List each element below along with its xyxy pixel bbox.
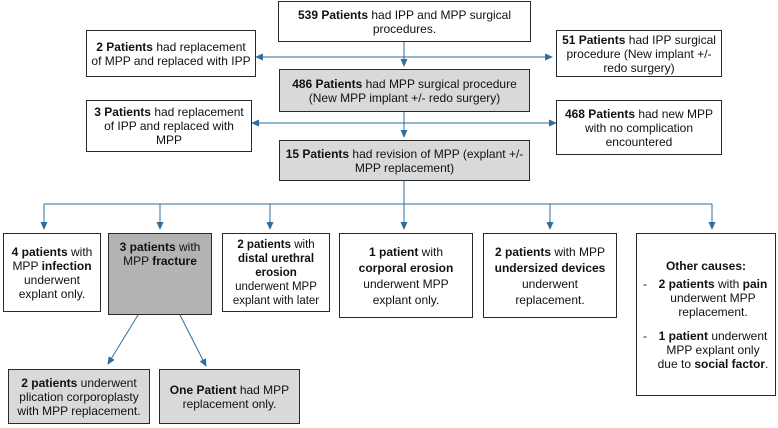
root-text: had IPP and MPP surgical procedures. [368, 7, 512, 36]
other-cause-item: - 1 patient underwent MPP explant only d… [643, 329, 769, 371]
corporal-box: 1 patient with corporal erosion underwen… [339, 233, 473, 318]
other-item-dash: - [643, 328, 647, 343]
corporal-count: 1 patient [368, 244, 419, 259]
other-item-cause: social factor [694, 356, 766, 371]
right2-count: 468 Patients [564, 106, 635, 121]
other-item-count: 2 patients [658, 276, 715, 291]
mpp-procedure-box: 486 Patients had MPP surgical procedure … [279, 69, 530, 112]
one-patient-box: One Patient had MPP replacement only. [159, 369, 300, 424]
other-item-text-1: underwent MPP explant only due to [657, 328, 768, 371]
left2-box: 3 Patients had replacement of IPP and re… [86, 100, 252, 152]
right2-box: 468 Patients had new MPP with no complic… [556, 100, 722, 155]
fracture-box: 3 patients with MPP fracture [108, 233, 212, 315]
mpp-text: had MPP surgical procedure (New MPP impl… [308, 76, 517, 105]
plication-text: underwent plication corporoplasty with M… [17, 375, 141, 418]
other-causes-box: Other causes: - 2 patients with pain und… [636, 233, 776, 396]
revision-box: 15 Patients had revision of MPP (explant… [279, 140, 530, 181]
left1-count: 2 Patients [96, 39, 153, 54]
root-count: 539 Patients [297, 7, 369, 22]
undersized-box: 2 patients with MPP undersized devices u… [483, 233, 617, 318]
other-item-text-1: with [714, 276, 743, 291]
other-cause-item: - 2 patients with pain underwent MPP rep… [643, 277, 769, 319]
undersized-text-2: underwent replacement. [515, 276, 585, 307]
other-causes-title: Other causes: [665, 258, 747, 273]
revision-count: 15 Patients [285, 146, 350, 161]
left2-text: had replacement of IPP and replaced with… [104, 105, 244, 147]
infection-count: 4 patients [11, 244, 68, 259]
corporal-cause: corporal erosion [358, 260, 454, 275]
infection-text-1: with MPP [12, 244, 93, 273]
plication-count: 2 patients [21, 375, 78, 390]
urethral-text-1: with [291, 239, 315, 251]
infection-box: 4 patients with MPP infection underwent … [3, 233, 101, 312]
connector-fracture-to-one-patient [179, 314, 207, 367]
one-patient-count: One Patient [169, 382, 237, 397]
undersized-text-1: with MPP [551, 244, 606, 259]
urethral-text-2: underwent MPP explant with later [232, 281, 320, 307]
other-item-dash: - [643, 276, 647, 291]
corporal-text-1: with [418, 244, 444, 259]
one-patient-text: had MPP replacement only. [182, 382, 290, 411]
urethral-cause: distal urethral erosion [237, 253, 315, 279]
undersized-count: 2 patients [494, 244, 551, 259]
left1-box: 2 Patients had replacement of MPP and re… [86, 30, 256, 77]
right1-count: 51 Patients [562, 32, 626, 47]
corporal-text-2: underwent MPP explant only. [363, 276, 449, 307]
urethral-box: 2 patients with distal urethral erosion … [222, 233, 330, 312]
other-item-cause: pain [742, 276, 768, 291]
root-box: 539 Patients had IPP and MPP surgical pr… [278, 1, 531, 42]
revision-text: had revision of MPP (explant +/- MPP rep… [349, 146, 524, 175]
other-item-text-3: . [765, 356, 769, 371]
infection-text-2: underwent explant only. [18, 272, 86, 301]
other-item-text-2: underwent MPP replacement. [670, 290, 756, 319]
other-item-count: 1 patient [658, 328, 708, 343]
mpp-count: 486 Patients [292, 76, 363, 91]
right1-text: had IPP surgical procedure (New implant … [566, 32, 716, 75]
right2-text: had new MPP with no complication encount… [584, 106, 714, 149]
fracture-text-1: with MPP [123, 240, 201, 268]
plication-box: 2 patients underwent plication corporopl… [8, 369, 150, 424]
fracture-cause: fracture [152, 254, 197, 268]
connector-fracture-to-plication [107, 314, 139, 365]
infection-cause: infection [41, 258, 92, 273]
fracture-count: 3 patients [119, 240, 176, 254]
left1-text: had replacement of MPP and replaced with… [91, 39, 251, 68]
urethral-count: 2 patients [237, 239, 292, 251]
left2-count: 3 Patients [94, 105, 151, 119]
undersized-cause: undersized devices [494, 260, 606, 275]
right1-box: 51 Patients had IPP surgical procedure (… [556, 30, 722, 77]
